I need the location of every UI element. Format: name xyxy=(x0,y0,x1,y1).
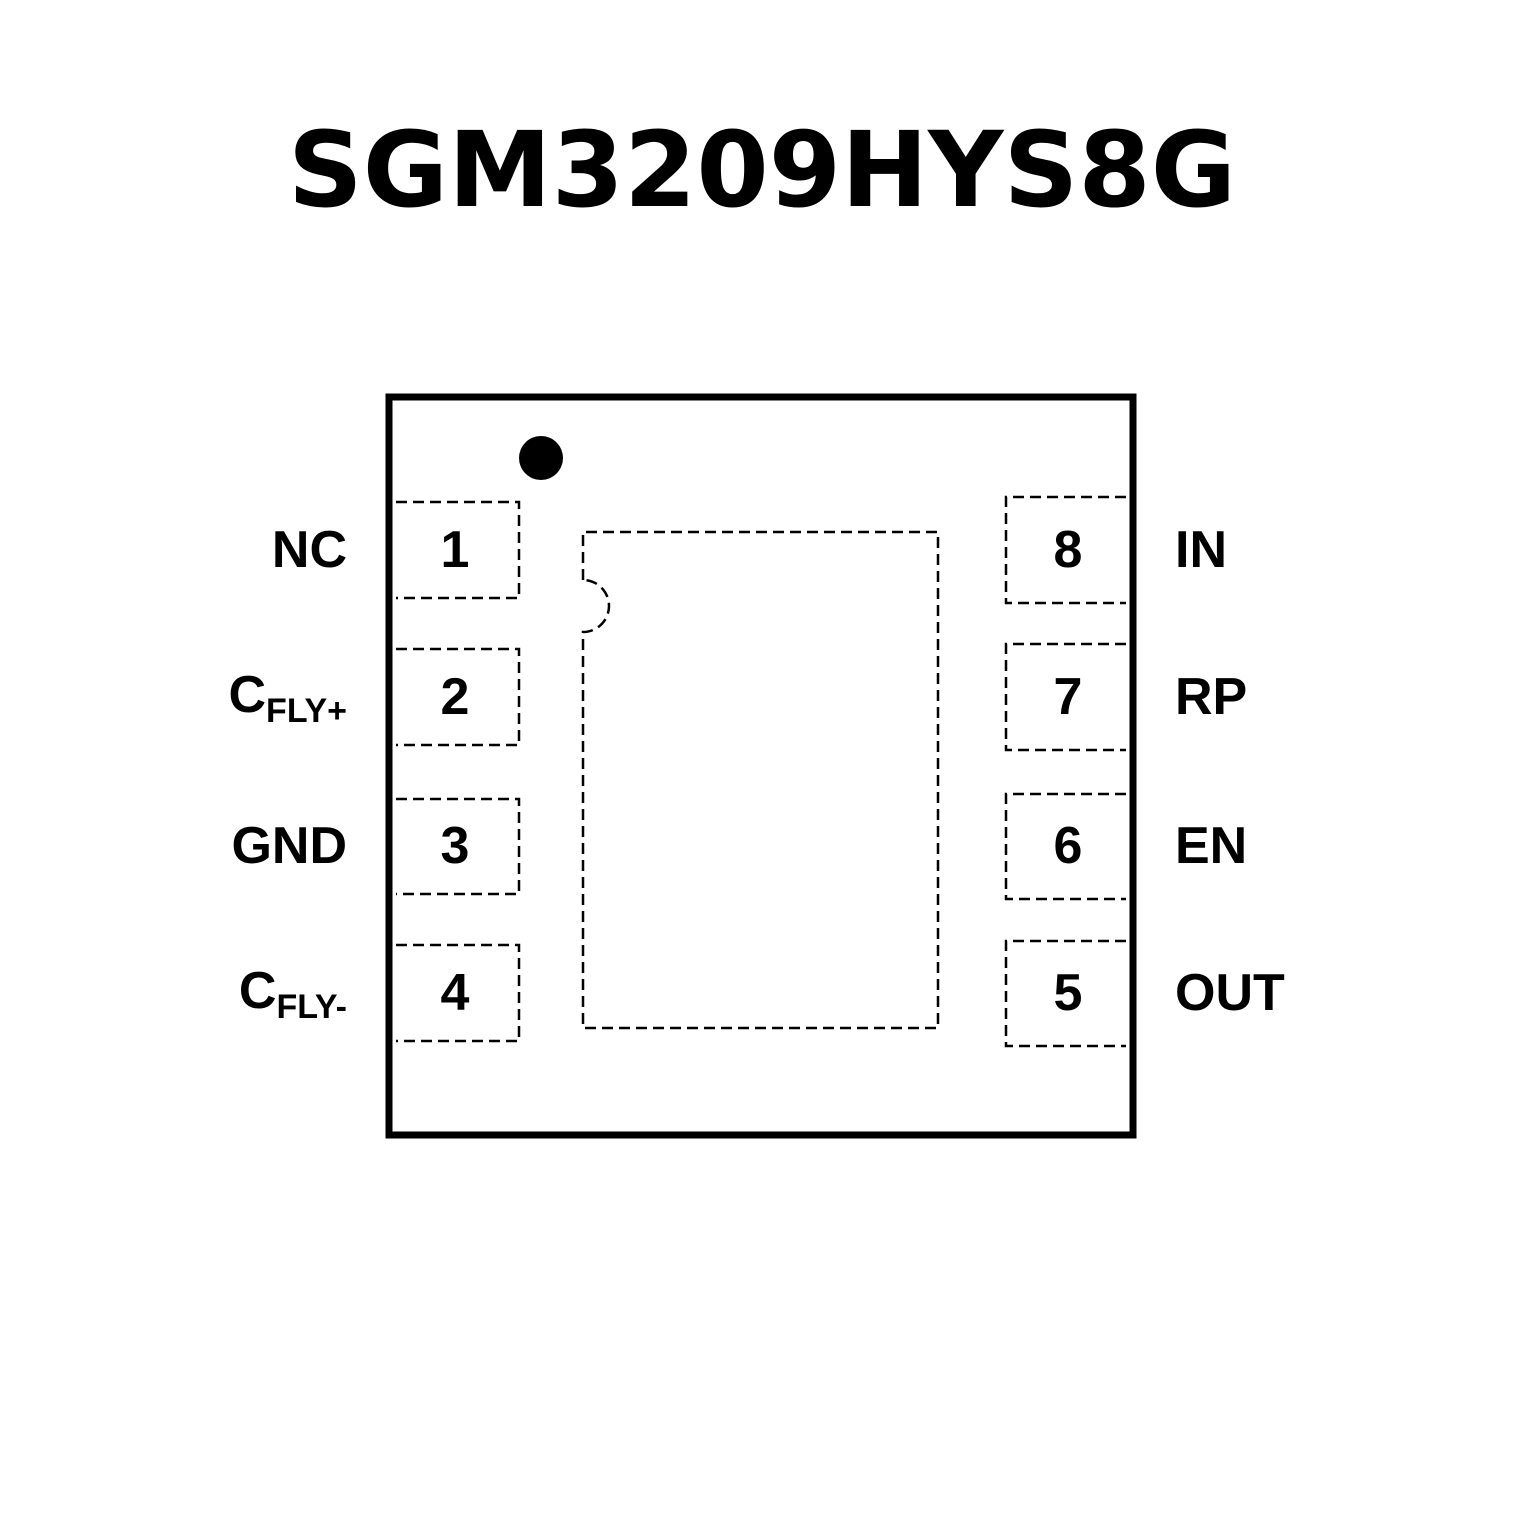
pin1-indicator-dot xyxy=(519,436,563,480)
pin-3: 3 GND xyxy=(231,797,521,896)
pin-label: CFLY+ xyxy=(228,666,347,730)
pin-label: GND xyxy=(231,817,347,875)
pin-label: RP xyxy=(1175,668,1247,726)
pin-number: 5 xyxy=(1054,964,1083,1022)
pin-4: 4 CFLY- xyxy=(239,943,521,1043)
pin-label: IN xyxy=(1175,521,1227,579)
pin-label: NC xyxy=(272,521,347,579)
pin-7: 7 RP xyxy=(1004,642,1247,752)
pin-number: 3 xyxy=(441,817,470,875)
pin-number: 8 xyxy=(1054,521,1083,579)
pin-number: 4 xyxy=(441,964,470,1022)
pin-2: 2 CFLY+ xyxy=(228,647,521,747)
pin-5: 5 OUT xyxy=(1004,939,1285,1048)
pin-label: EN xyxy=(1175,817,1247,875)
chip-title: SGM3209HYS8G xyxy=(288,109,1236,231)
package-outline xyxy=(385,393,1137,1139)
pin-1: 1 NC xyxy=(272,500,521,600)
pin-label: OUT xyxy=(1175,964,1285,1022)
pin-number: 2 xyxy=(441,668,470,726)
exposed-pad xyxy=(581,530,940,1030)
pin-number: 6 xyxy=(1054,817,1083,875)
pin-label: CFLY- xyxy=(239,962,347,1026)
pin-number: 7 xyxy=(1054,668,1083,726)
pin-8: 8 IN xyxy=(1004,495,1227,605)
pin-6: 6 EN xyxy=(1004,792,1247,901)
pin-number: 1 xyxy=(441,521,470,579)
